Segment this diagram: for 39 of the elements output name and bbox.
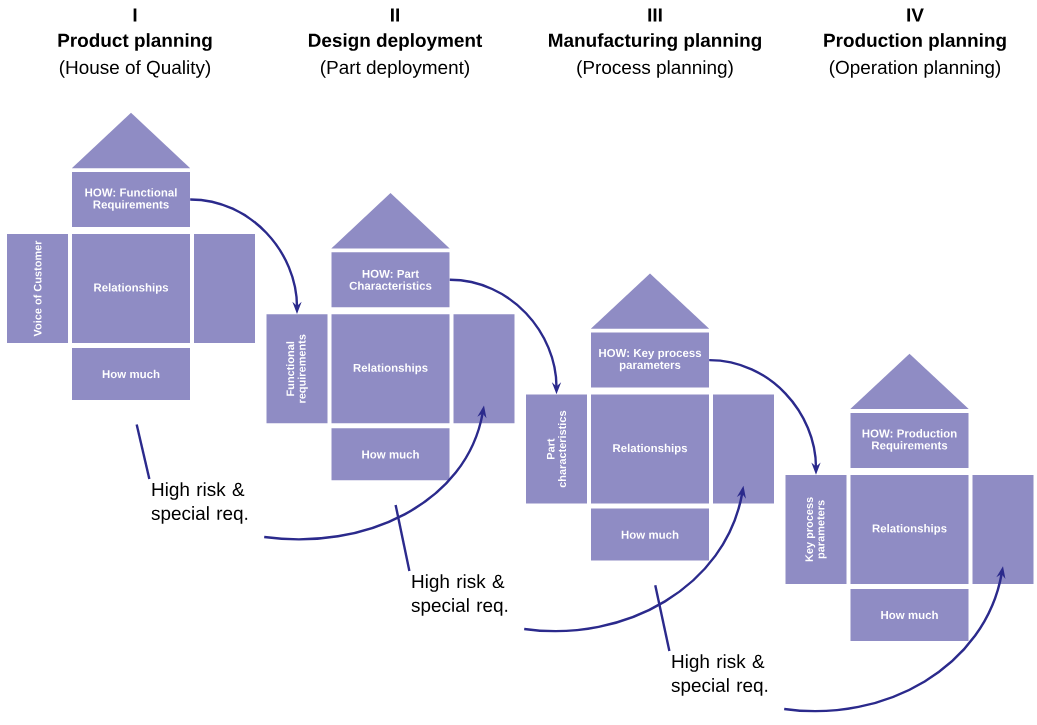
- roof-triangle: [71, 112, 191, 169]
- note-text: High risk & special req.: [411, 574, 508, 616]
- relationships-box: Relationships: [331, 314, 450, 424]
- empty-box: [972, 474, 1034, 584]
- side-panel: Functional requirements: [266, 314, 328, 424]
- empty-box: [194, 234, 255, 343]
- relationships-box: Relationships: [72, 234, 190, 343]
- column-subheading: (Part deployment): [320, 60, 469, 78]
- how-box: HOW: Part Characteristics: [331, 252, 450, 308]
- column-numeral: III: [648, 8, 662, 22]
- how-much-box: How much: [72, 348, 190, 400]
- column-heading: Product planning: [58, 33, 212, 51]
- side-panel: Voice of Customer: [7, 234, 68, 343]
- roof-triangle: [590, 273, 710, 329]
- relationships-box: Relationships: [850, 474, 969, 584]
- how-box: HOW: Functional Requirements: [72, 172, 190, 227]
- roof-triangle: [850, 353, 969, 410]
- side-panel: Part characteristics: [526, 394, 587, 504]
- note-text: High risk & special req.: [151, 482, 248, 524]
- how-box: HOW: Key process parameters: [591, 332, 709, 388]
- column-numeral: IV: [907, 8, 924, 22]
- roof-triangle: [331, 193, 450, 249]
- column-heading: Design deployment: [308, 33, 483, 51]
- column-subheading: (House of Quality): [59, 60, 211, 78]
- empty-box: [453, 314, 515, 424]
- column-heading: Production planning: [824, 33, 1006, 51]
- column-numeral: I: [133, 8, 137, 22]
- how-much-box: How much: [850, 588, 969, 641]
- relationships-box: Relationships: [591, 394, 709, 504]
- side-panel: Key process parameters: [785, 474, 847, 584]
- empty-box: [713, 394, 774, 504]
- how-much-box: How much: [591, 508, 709, 561]
- note-text: High risk & special req.: [671, 654, 768, 696]
- column-subheading: (Operation planning): [829, 60, 1001, 78]
- how-much-box: How much: [331, 428, 450, 481]
- column-heading: Manufacturing planning: [549, 33, 761, 51]
- how-box: HOW: Production Requirements: [850, 412, 969, 468]
- column-numeral: II: [391, 8, 399, 22]
- column-subheading: (Process planning): [577, 60, 733, 78]
